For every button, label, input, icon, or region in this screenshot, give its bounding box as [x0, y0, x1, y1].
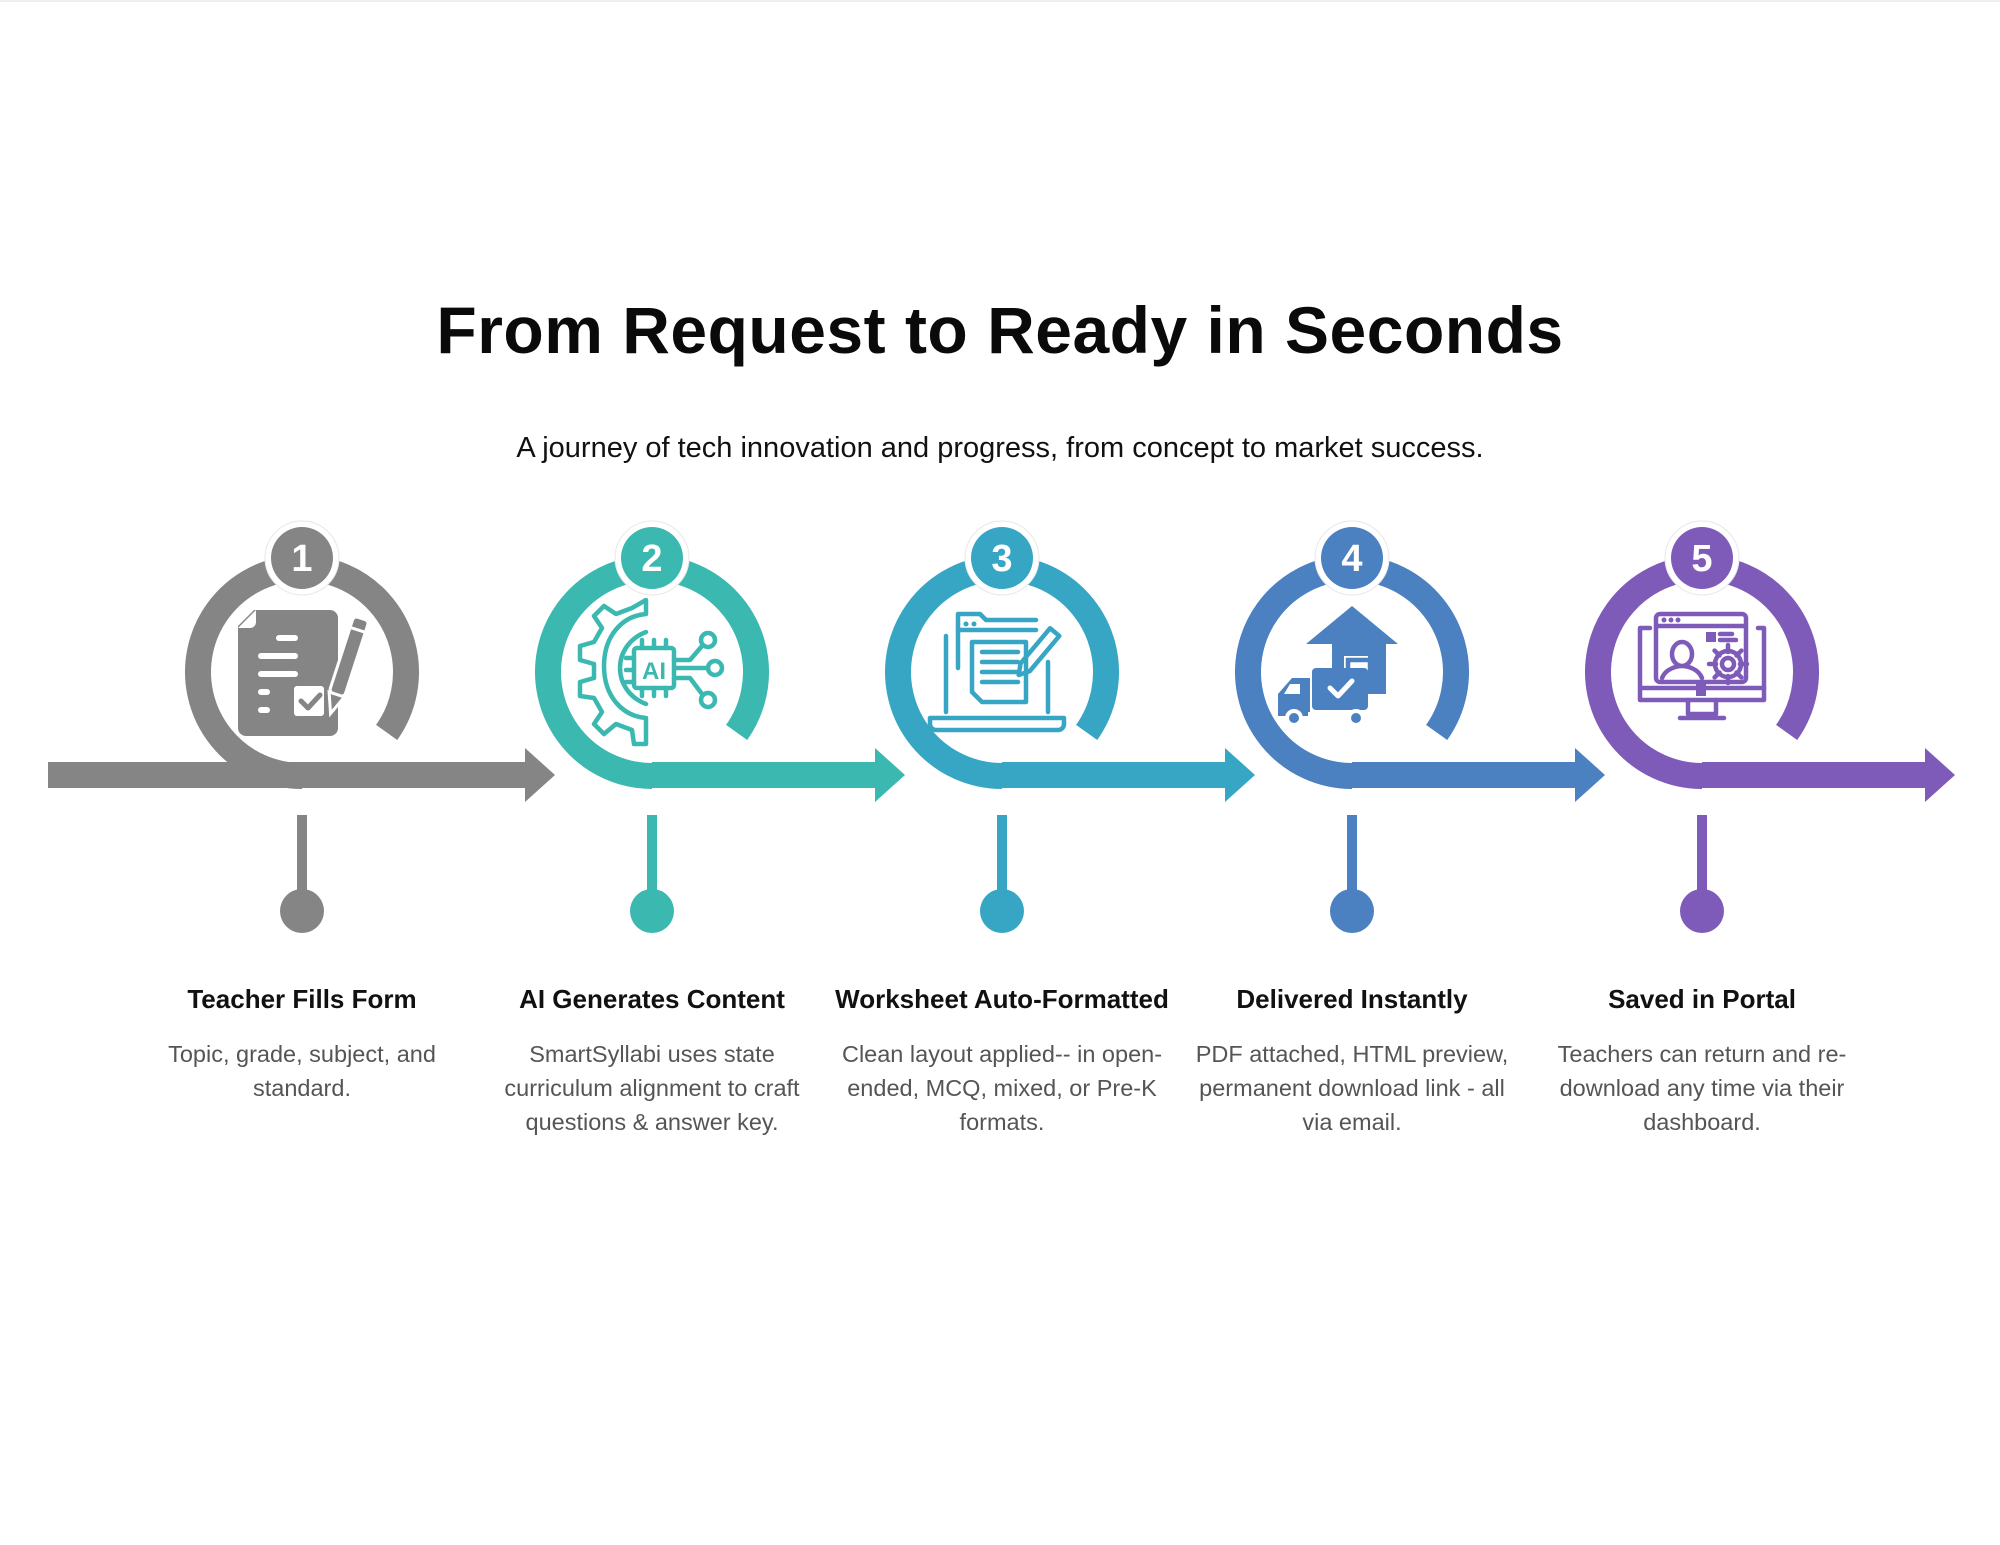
stand — [1677, 697, 1727, 721]
gear-half — [577, 597, 649, 747]
text-line — [276, 635, 298, 641]
step-3-dot — [980, 889, 1024, 933]
step-1-badge — [271, 527, 333, 589]
node — [705, 658, 725, 678]
step-1-description: Topic, grade, subject, and standard. — [168, 1041, 436, 1101]
user — [1659, 639, 1705, 681]
step-2-connector — [647, 815, 657, 900]
document — [969, 639, 1029, 705]
step-3-badge — [971, 527, 1033, 589]
step-4-text: Delivered Instantly PDF attached, HTML p… — [1182, 984, 1522, 1139]
step-3-heading: Worksheet Auto-Formatted — [835, 984, 1169, 1014]
check-mark — [1327, 678, 1355, 699]
monitor — [1637, 625, 1767, 703]
laptop-document-pen-icon — [927, 611, 1067, 733]
step-4-dot — [1330, 889, 1374, 933]
step-2-number: 2 — [641, 538, 662, 580]
gear-icon — [1706, 642, 1750, 686]
ai-label: AI — [642, 658, 666, 685]
pencil-icon — [327, 615, 370, 718]
step-4-description: PDF attached, HTML preview, permanent do… — [1195, 1041, 1509, 1135]
delivery-truck-house-icon — [1278, 606, 1398, 727]
step-4-graphic: 4 — [1235, 520, 1605, 933]
step-4-heading: Delivered Instantly — [1236, 984, 1468, 1014]
text-line — [258, 707, 270, 713]
house — [1306, 606, 1398, 694]
text-line — [258, 653, 298, 659]
step-2-dot — [630, 889, 674, 933]
step-5-arrow — [1702, 748, 1955, 802]
step-5-description: Teachers can return and re-download any … — [1557, 1041, 1847, 1135]
step-5-number: 5 — [1691, 538, 1712, 580]
check-mark — [298, 692, 323, 711]
step-1-ring — [185, 555, 419, 789]
step-5-text: Saved in Portal Teachers can return and … — [1532, 984, 1872, 1139]
ai-chip-gear-icon: AI — [577, 597, 725, 747]
step-2-arrow — [652, 748, 905, 802]
step-1-graphic: 1 — [48, 520, 555, 933]
node — [698, 690, 718, 710]
step-3-description: Clean layout applied-- in open-ended, MC… — [841, 1041, 1163, 1135]
step-3-text: Worksheet Auto-Formatted Clean layout ap… — [832, 984, 1172, 1139]
step-1-text: Teacher Fills Form Topic, grade, subject… — [132, 984, 472, 1105]
step-2-heading: AI Generates Content — [519, 984, 785, 1014]
step-3-arrow — [1002, 748, 1255, 802]
step-2-description: SmartSyllabi uses state curriculum align… — [504, 1041, 800, 1135]
node — [698, 630, 718, 650]
window — [1653, 611, 1749, 685]
step-5-badge — [1671, 527, 1733, 589]
page-title: From Request to Ready in Seconds — [436, 293, 1564, 367]
step-2-text: AI Generates Content SmartSyllabi uses s… — [482, 984, 822, 1139]
step-1-number: 1 — [291, 538, 312, 580]
step-3-connector — [997, 815, 1007, 900]
step-3-number: 3 — [991, 538, 1012, 580]
laptop-screen — [943, 633, 1051, 715]
text-line — [258, 671, 298, 677]
truck-box — [1312, 668, 1368, 710]
laptop-base — [927, 715, 1067, 733]
step-4-ring — [1235, 555, 1469, 789]
step-1-heading: Teacher Fills Form — [187, 984, 417, 1014]
checkbox — [294, 686, 324, 716]
monitor-user-gear-icon — [1637, 611, 1767, 721]
step-1-connector — [297, 815, 307, 900]
step-1-arrow — [48, 748, 555, 802]
step-2-badge — [621, 527, 683, 589]
step-4-number: 4 — [1341, 538, 1362, 580]
step-3-graphic: 3 — [885, 520, 1255, 933]
step-1-dot — [280, 889, 324, 933]
step-4-arrow — [1352, 748, 1605, 802]
step-5-connector — [1697, 815, 1707, 900]
truck-cab — [1278, 678, 1310, 716]
step-2-ring — [535, 555, 769, 789]
step-2-graphic: 2AI — [535, 520, 905, 933]
top-border — [0, 0, 2000, 2]
page-subtitle: A journey of tech innovation and progres… — [516, 432, 1484, 464]
step-4-connector — [1347, 815, 1357, 900]
step-3-ring — [885, 555, 1119, 789]
step-5-graphic: 5 — [1585, 520, 1955, 933]
form-checklist-pencil-icon — [238, 610, 370, 736]
step-5-heading: Saved in Portal — [1608, 984, 1796, 1014]
step-5-dot — [1680, 889, 1724, 933]
text-line — [258, 689, 270, 695]
pen-icon — [1016, 625, 1062, 678]
step-4-badge — [1321, 527, 1383, 589]
step-5-ring — [1585, 555, 1819, 789]
